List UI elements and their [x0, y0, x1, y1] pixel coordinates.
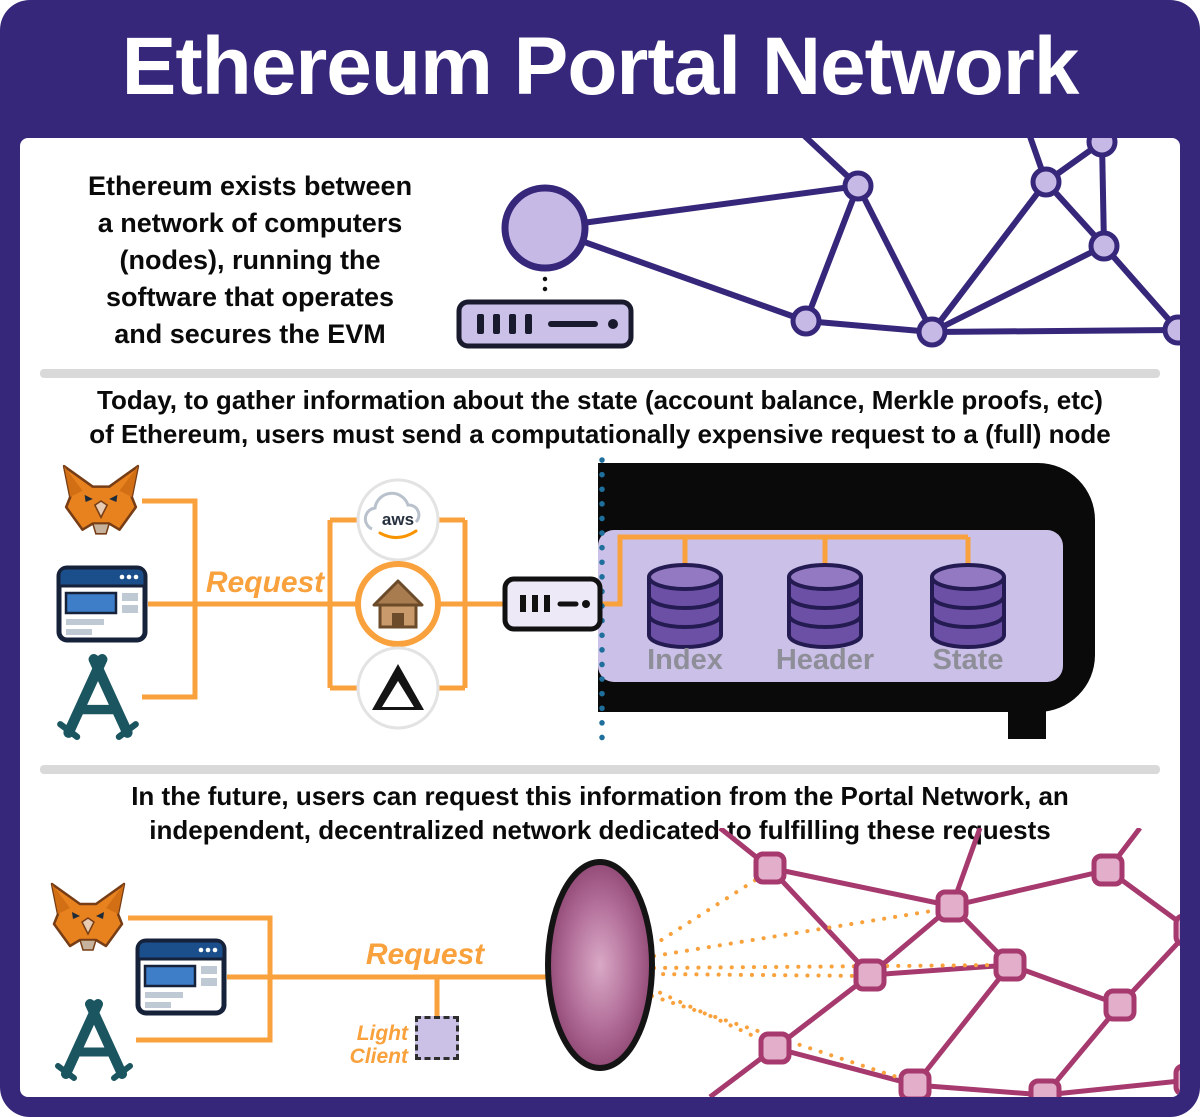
database-cylinder-icon [930, 563, 1006, 649]
enclosure-foot [1008, 705, 1046, 739]
home-server-icon [355, 561, 441, 647]
delta-triangle-icon [356, 646, 440, 730]
database-label-index: Index [647, 644, 723, 676]
request-connectors [142, 498, 505, 700]
ethereum-node-network-graph [501, 138, 1180, 348]
browser-window-icon [135, 938, 227, 1016]
full-node-server-icon [502, 576, 603, 632]
description-line: software that operates [105, 282, 395, 312]
database-label-state: State [932, 644, 1004, 676]
network-node-large [501, 184, 589, 272]
database-cylinder-icon [787, 563, 863, 649]
request-label: Request [365, 938, 485, 971]
full-node-request-diagram: aws [142, 457, 1095, 743]
svg-text:aws: aws [382, 510, 414, 529]
section3-heading-line2: independent, decentralized network dedic… [149, 815, 1051, 845]
request-connectors [128, 915, 548, 1043]
server-to-database-connectors [600, 534, 971, 607]
section2-heading-line2: of Ethereum, users must send a computati… [89, 419, 1111, 449]
description-line: a network of computers [97, 208, 403, 238]
portal-request-rays [648, 870, 1008, 1084]
app-store-compass-icon [52, 998, 136, 1082]
section2-heading-line1: Today, to gather information about the s… [97, 385, 1103, 415]
server-icon [455, 296, 635, 350]
section1-description: Ethereum exists between a network of com… [46, 168, 454, 353]
section3-heading-line1: In the future, users can request this in… [131, 781, 1069, 811]
light-client-label: Light Client [349, 1022, 408, 1068]
portal-lens-icon [545, 859, 655, 1071]
database-cylinder-icon [647, 563, 723, 649]
request-label: Request [205, 566, 325, 599]
description-line: Ethereum exists between [87, 171, 413, 201]
network-nodes [501, 138, 1180, 348]
section-divider [40, 765, 1160, 774]
light-client-box-icon [415, 1016, 459, 1060]
portal-network-diagram [128, 828, 1180, 1097]
metamask-fox-icon [48, 878, 128, 958]
section-divider [40, 369, 1160, 378]
content-canvas: Ethereum exists between a network of com… [20, 138, 1180, 1097]
description-line: and secures the EVM [114, 319, 386, 349]
database-label-header: Header [775, 644, 875, 676]
page-title: Ethereum Portal Network [121, 21, 1080, 112]
network-edges [543, 138, 1180, 335]
portal-network-nodes [753, 851, 1180, 1097]
portal-network-edges [708, 828, 1180, 1097]
aws-cloud-icon: aws [356, 478, 440, 562]
description-line: (nodes), running the [119, 245, 381, 275]
